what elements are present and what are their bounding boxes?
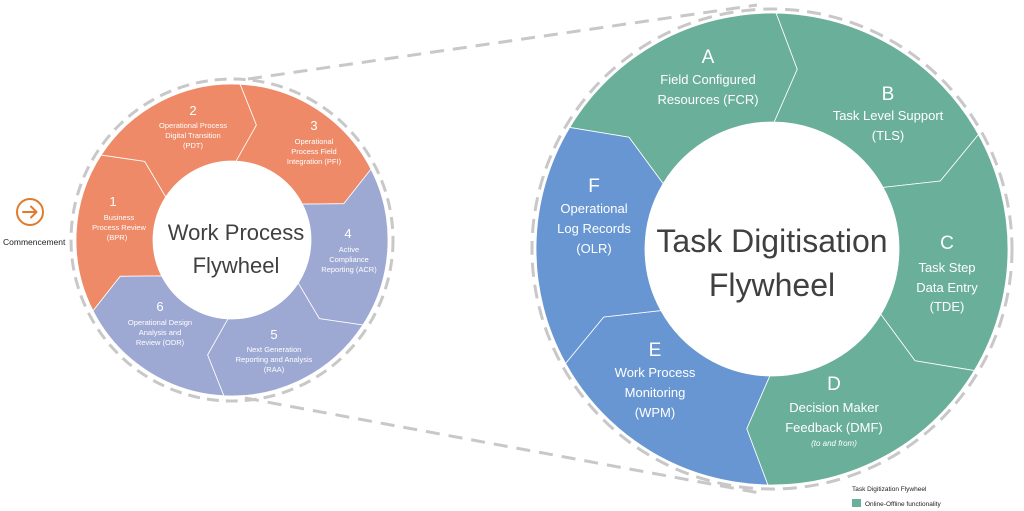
segment-number: 6 xyxy=(156,299,163,314)
right-segment-c-labels: C Task Step Data Entry (TDE) xyxy=(916,233,978,314)
segment-label-line3: (BPR) xyxy=(107,233,128,242)
segment-letter: B xyxy=(882,84,895,105)
right-segment-f-labels: F Operational Log Records (OLR) xyxy=(557,176,631,256)
legend-swatch xyxy=(852,499,861,507)
right-wheel-title-line1: Task Digitisation xyxy=(656,223,887,259)
segment-label-line3: (RAA) xyxy=(264,365,285,374)
segment-label-line3: Review (ODR) xyxy=(136,338,185,347)
commencement-label: Commencement xyxy=(3,237,66,247)
segment-label-line1: Decision Maker xyxy=(789,400,879,415)
segment-number: 3 xyxy=(310,118,317,133)
segment-label-line2: Digital Transition xyxy=(165,131,220,140)
segment-letter: C xyxy=(940,233,954,254)
connector-line-top xyxy=(247,3,758,81)
segment-letter: D xyxy=(827,374,841,395)
segment-label-line2: Reporting and Analysis xyxy=(236,355,313,364)
right-segment-b-labels: B Task Level Support (TLS) xyxy=(833,84,944,143)
segment-label-line2: Process Review xyxy=(92,223,146,232)
segment-label-line3: Integration (PFI) xyxy=(287,157,342,166)
segment-label-line1: Next Generation xyxy=(247,345,302,354)
segment-letter: A xyxy=(702,47,715,68)
left-wheel-title-line1: Work Process xyxy=(168,220,305,245)
segment-letter: E xyxy=(649,340,662,361)
segment-number: 1 xyxy=(109,194,116,209)
legend: Task Digitization Flywheel Online-Offlin… xyxy=(852,486,942,508)
segment-label-line2: Process Field xyxy=(291,147,336,156)
segment-label-line1: Operational xyxy=(295,137,334,146)
segment-label-line2: Monitoring xyxy=(625,385,686,400)
right-segment-a-labels: A Field Configured Resources (FCR) xyxy=(657,47,758,107)
segment-label-line2: Data Entry xyxy=(916,280,978,295)
segment-label-line2: Feedback (DMF) xyxy=(785,420,883,435)
segment-label-line3: (OLR) xyxy=(576,241,611,256)
connector-line-bottom xyxy=(244,396,766,496)
segment-label-line1: Operational Design xyxy=(128,318,192,327)
commencement-marker[interactable]: Commencement xyxy=(3,198,66,247)
right-segment-e-labels: E Work Process Monitoring (WPM) xyxy=(615,340,696,420)
task-digitisation-flywheel: Task Digitisation Flywheel A Field Confi… xyxy=(530,7,1014,491)
left-wheel-hub xyxy=(153,161,311,319)
segment-label-line1: Task Step xyxy=(918,260,975,275)
right-wheel-hub xyxy=(645,122,899,376)
segment-label-line1: Field Configured xyxy=(660,72,755,87)
segment-label-line3: (TDE) xyxy=(930,299,965,314)
segment-label-line1: Task Level Support xyxy=(833,108,944,123)
segment-label-line1: Operational xyxy=(560,201,627,216)
segment-label-line1: Active xyxy=(339,245,359,254)
right-wheel-dashed-ring xyxy=(530,7,1014,491)
right-wheel-segments xyxy=(535,12,1009,486)
left-wheel-dashed-ring xyxy=(69,77,395,403)
segment-label-line2: Log Records xyxy=(557,221,631,236)
segment-number: 2 xyxy=(189,103,196,118)
segment-label-line1: Operational Process xyxy=(159,121,227,130)
legend-title: Task Digitization Flywheel xyxy=(852,486,927,493)
left-segment-2-labels: 2 Operational Process Digital Transition… xyxy=(159,103,227,150)
left-segment-3-labels: 3 Operational Process Field Integration … xyxy=(287,118,342,166)
left-wheel-title-line2: Flywheel xyxy=(193,253,280,278)
segment-label-line3: (WPM) xyxy=(635,405,675,420)
left-segment-6-labels: 6 Operational Design Analysis and Review… xyxy=(128,299,192,347)
left-segment-5-labels: 5 Next Generation Reporting and Analysis… xyxy=(236,327,313,374)
arrow-right-icon xyxy=(22,205,38,219)
left-wheel-segments xyxy=(75,83,389,397)
work-process-flywheel: Work Process Flywheel 1 Business Process… xyxy=(69,77,395,403)
segment-label-line3: (PDT) xyxy=(183,141,203,150)
segment-note: (to and from) xyxy=(811,439,857,448)
legend-item-label: Online-Offline functionality xyxy=(865,501,942,508)
segment-label-line1: Business xyxy=(104,213,135,222)
right-segment-d-labels: D Decision Maker Feedback (DMF) (to and … xyxy=(785,374,883,448)
segment-label-line2: Compliance xyxy=(329,255,369,264)
segment-number: 5 xyxy=(270,327,277,342)
left-segment-4-labels: 4 Active Compliance Reporting (ACR) xyxy=(321,226,377,274)
segment-label-line3: Reporting (ACR) xyxy=(321,265,377,274)
segment-label-line2: (TLS) xyxy=(872,128,905,143)
segment-letter: F xyxy=(588,176,600,197)
left-segment-1-labels: 1 Business Process Review (BPR) xyxy=(92,194,146,242)
right-wheel-title-line2: Flywheel xyxy=(709,267,835,303)
segment-label-line1: Work Process xyxy=(615,365,696,380)
segment-number: 4 xyxy=(344,226,351,241)
connector-lines xyxy=(244,3,766,496)
segment-label-line2: Resources (FCR) xyxy=(657,92,758,107)
segment-label-line2: Analysis and xyxy=(139,328,182,337)
